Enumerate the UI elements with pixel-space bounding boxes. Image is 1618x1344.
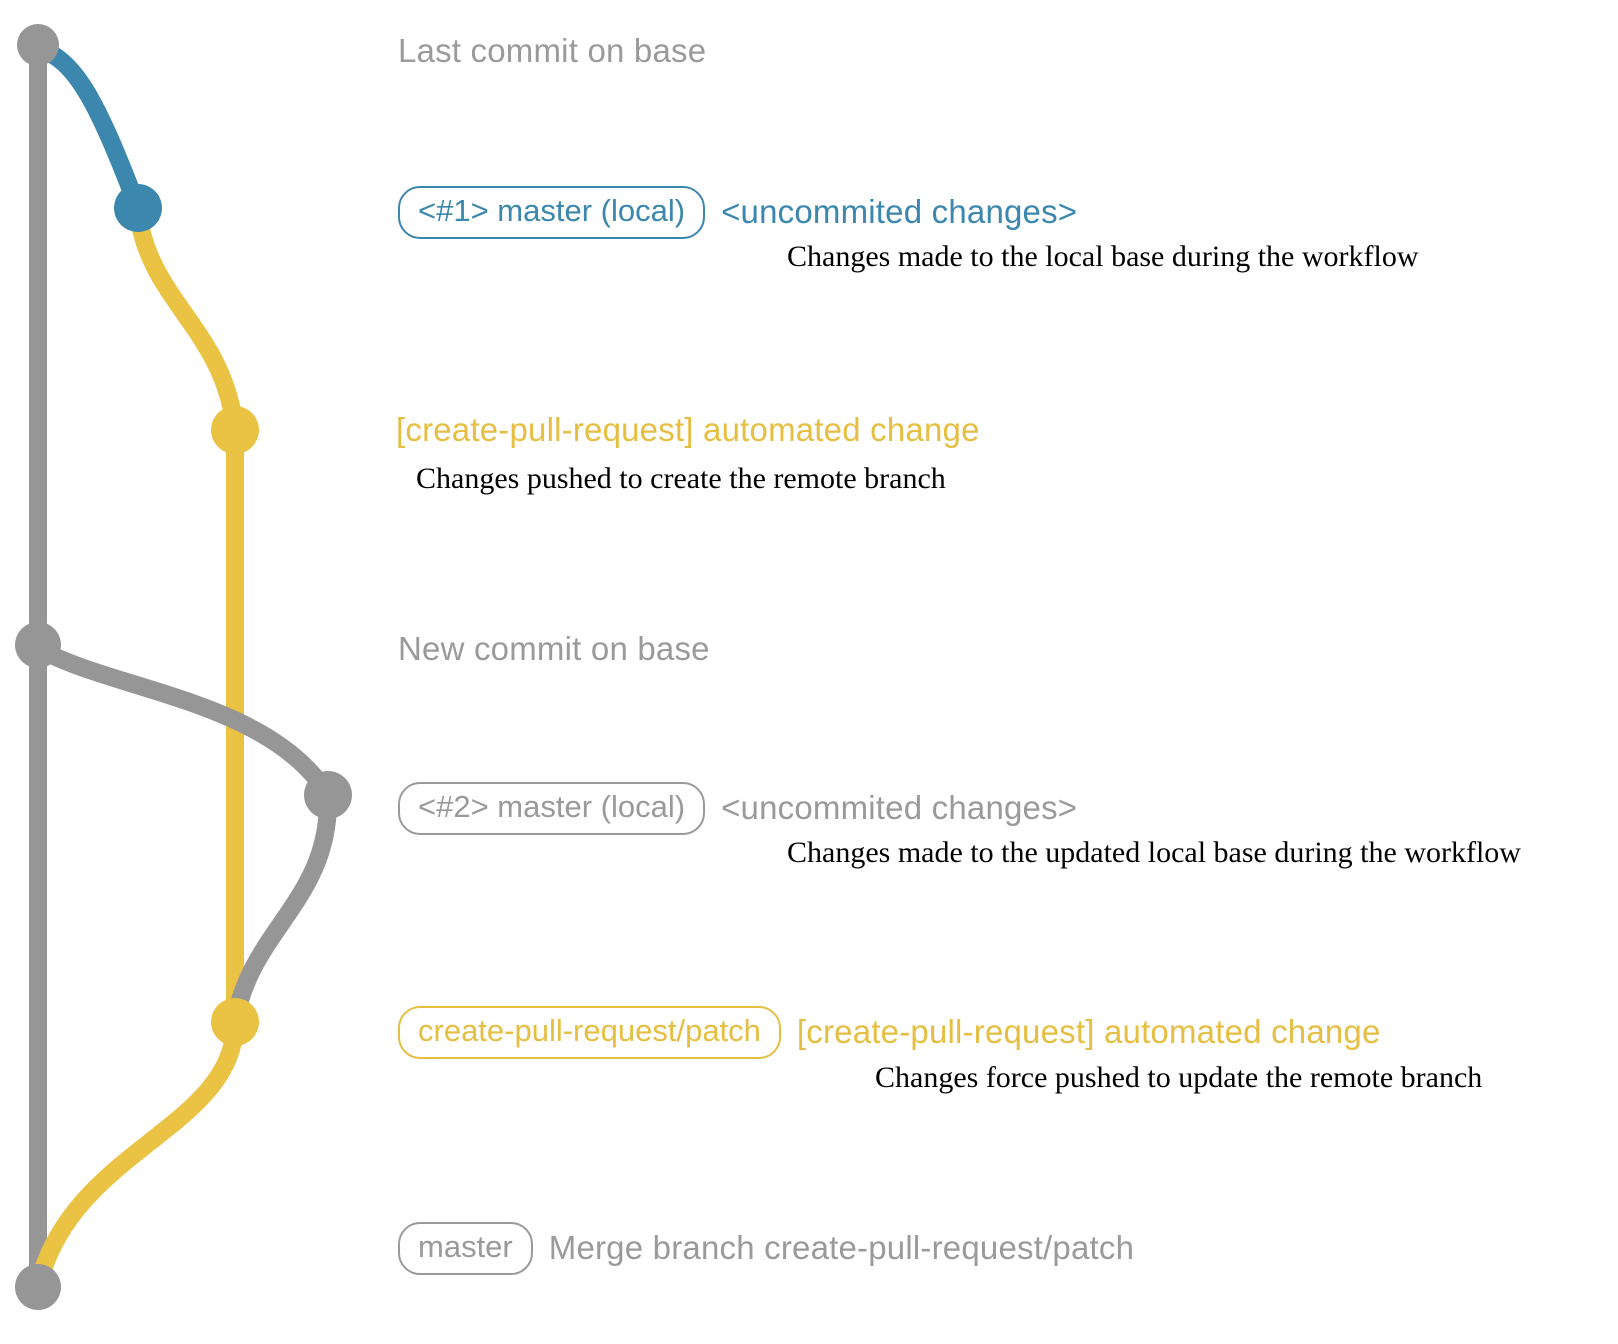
commit-node-local-2[interactable]: [304, 771, 352, 819]
row-master-merge: master Merge branch create-pull-request/…: [398, 1222, 1134, 1275]
commit-graph: [15, 24, 352, 1310]
commit-message-local-2: <uncommited changes>: [721, 789, 1078, 827]
blue-branch-line: [29, 39, 147, 217]
row-local-2: <#2> master (local) <uncommited changes>: [398, 782, 1077, 835]
row-last-commit-on-base: Last commit on base: [398, 32, 706, 70]
commit-node-base-new[interactable]: [15, 622, 61, 668]
row-new-commit-on-base: New commit on base: [398, 630, 710, 668]
yellow-branch-line-1: [129, 203, 244, 439]
branch-chip-patch-2[interactable]: create-pull-request/patch: [398, 1006, 781, 1059]
description-patch-2: Changes force pushed to update the remot…: [875, 1061, 1483, 1094]
commit-message-master-merge: Merge branch create-pull-request/patch: [548, 1229, 1135, 1267]
yellow-merge-line: [29, 1016, 244, 1296]
commit-node-base-merge[interactable]: [15, 1264, 61, 1310]
row-local-1: <#1> master (local) <uncommited changes>: [398, 186, 1077, 239]
commit-message-local-1: <uncommited changes>: [721, 193, 1078, 231]
commit-node-patch-2[interactable]: [211, 998, 259, 1046]
description-local-2: Changes made to the updated local base d…: [787, 836, 1521, 869]
gray-branch-line-out: [29, 639, 337, 804]
commit-message-patch-2: [create-pull-request] automated change: [796, 1013, 1381, 1051]
branch-chip-local-1[interactable]: <#1> master (local): [398, 186, 706, 239]
commit-message-new-commit-on-base: New commit on base: [398, 630, 710, 667]
branch-chip-master[interactable]: master: [398, 1222, 533, 1275]
commit-node-patch-1[interactable]: [211, 406, 259, 454]
row-patch-1: [create-pull-request] automated change: [396, 411, 980, 449]
commit-node-local-1[interactable]: [114, 184, 162, 232]
row-patch-2: create-pull-request/patch [create-pull-r…: [398, 1006, 1381, 1059]
commit-message-patch-1: [create-pull-request] automated change: [396, 411, 980, 448]
commit-node-base-top[interactable]: [17, 24, 59, 66]
branch-chip-local-2[interactable]: <#2> master (local): [398, 782, 706, 835]
gray-branch-line-back: [226, 789, 338, 1031]
commit-message-last-commit-on-base: Last commit on base: [398, 32, 707, 69]
description-patch-1: Changes pushed to create the remote bran…: [416, 462, 946, 495]
description-local-1: Changes made to the local base during th…: [787, 240, 1419, 273]
